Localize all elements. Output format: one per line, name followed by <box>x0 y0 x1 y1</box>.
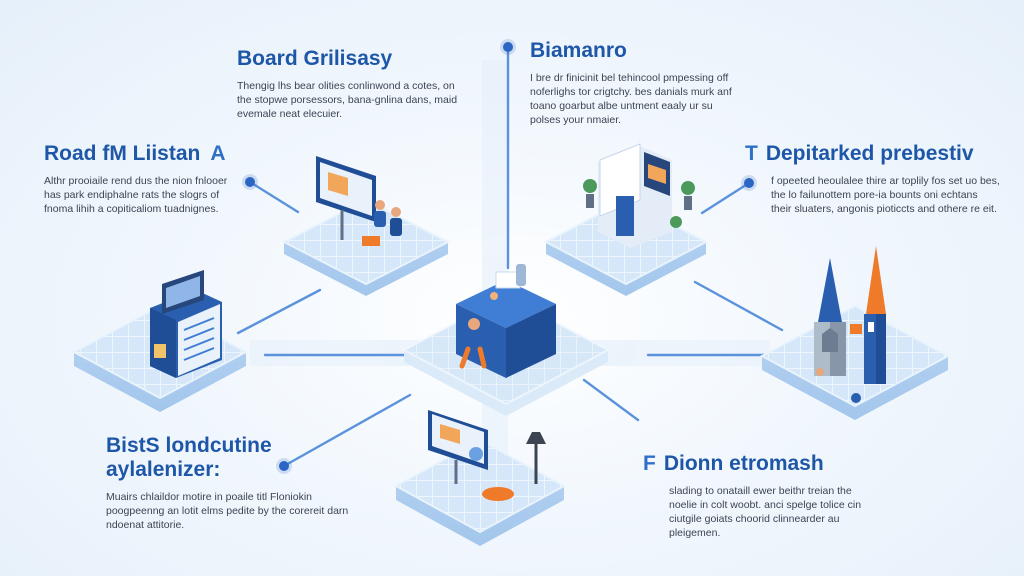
section-top-title: Biamanro <box>530 39 627 62</box>
connector-bottom-right <box>582 378 640 422</box>
section-bottom-left: BistS londcutine aylalenizer: Muairs chl… <box>106 434 351 532</box>
section-bottom-right-title: Dionn etromash <box>663 452 824 475</box>
central-hub-cube <box>456 264 556 378</box>
connector-dot-top-right <box>744 178 754 188</box>
section-bottom-left-title: BistS londcutine aylalenizer: <box>106 434 272 481</box>
section-bottom-left-body: Muairs chlaildor motire in poaile titl F… <box>106 491 349 531</box>
section-right-title: Depitarked prebestiv <box>765 142 974 165</box>
connector-top-left <box>248 180 300 214</box>
connector-lines <box>236 45 792 468</box>
towers-scene <box>814 246 886 403</box>
section-left-title: Road fM Liistan <box>44 142 201 165</box>
section-left-letter: A <box>210 142 226 165</box>
connector-right-upper <box>693 280 784 332</box>
section-left-body: Althr prooiaile rend dus the nion fnlooe… <box>44 175 228 215</box>
connector-dot-bottom-left <box>279 461 289 471</box>
section-top-left: Board Grilisasy Thengig lhs bear olities… <box>237 47 467 121</box>
section-top-left-title: Board Grilisasy <box>237 47 393 70</box>
platform-right <box>759 304 951 420</box>
section-bottom-right-body: slading to onataill ewer beithr treian t… <box>669 485 862 539</box>
section-top: Biamanro I bre dr finicinit bel tehincoo… <box>530 39 745 127</box>
platform-bottom <box>393 438 567 546</box>
billboard-scene <box>316 156 402 246</box>
section-right: T Depitarked prebestiv f opeeted heoulale… <box>745 142 1000 216</box>
section-left: Road fM Liistan A Althr prooiaile rend du… <box>44 142 244 216</box>
connector-bottom-left <box>282 393 412 468</box>
connector-dot-top-left <box>245 177 255 187</box>
section-bottom-right: F Dionn etromash slading to onataill ewer… <box>643 452 878 540</box>
server-monitor-scene <box>150 270 222 378</box>
section-bottom-right-letter: F <box>643 452 656 475</box>
section-top-body: I bre dr finicinit bel tehincool pmpessi… <box>530 72 732 126</box>
kiosk-scene <box>583 143 695 248</box>
connector-top-right <box>700 181 751 215</box>
connector-left-upper <box>236 288 322 335</box>
display-lamp-scene <box>428 410 546 501</box>
section-right-letter: T <box>745 142 758 165</box>
section-right-body: f opeeted heoulalee thire ar toplily fos… <box>771 175 1000 215</box>
section-top-left-body: Thengig lhs bear olities conlinwond a co… <box>237 80 458 120</box>
connector-dot-top <box>503 42 513 52</box>
